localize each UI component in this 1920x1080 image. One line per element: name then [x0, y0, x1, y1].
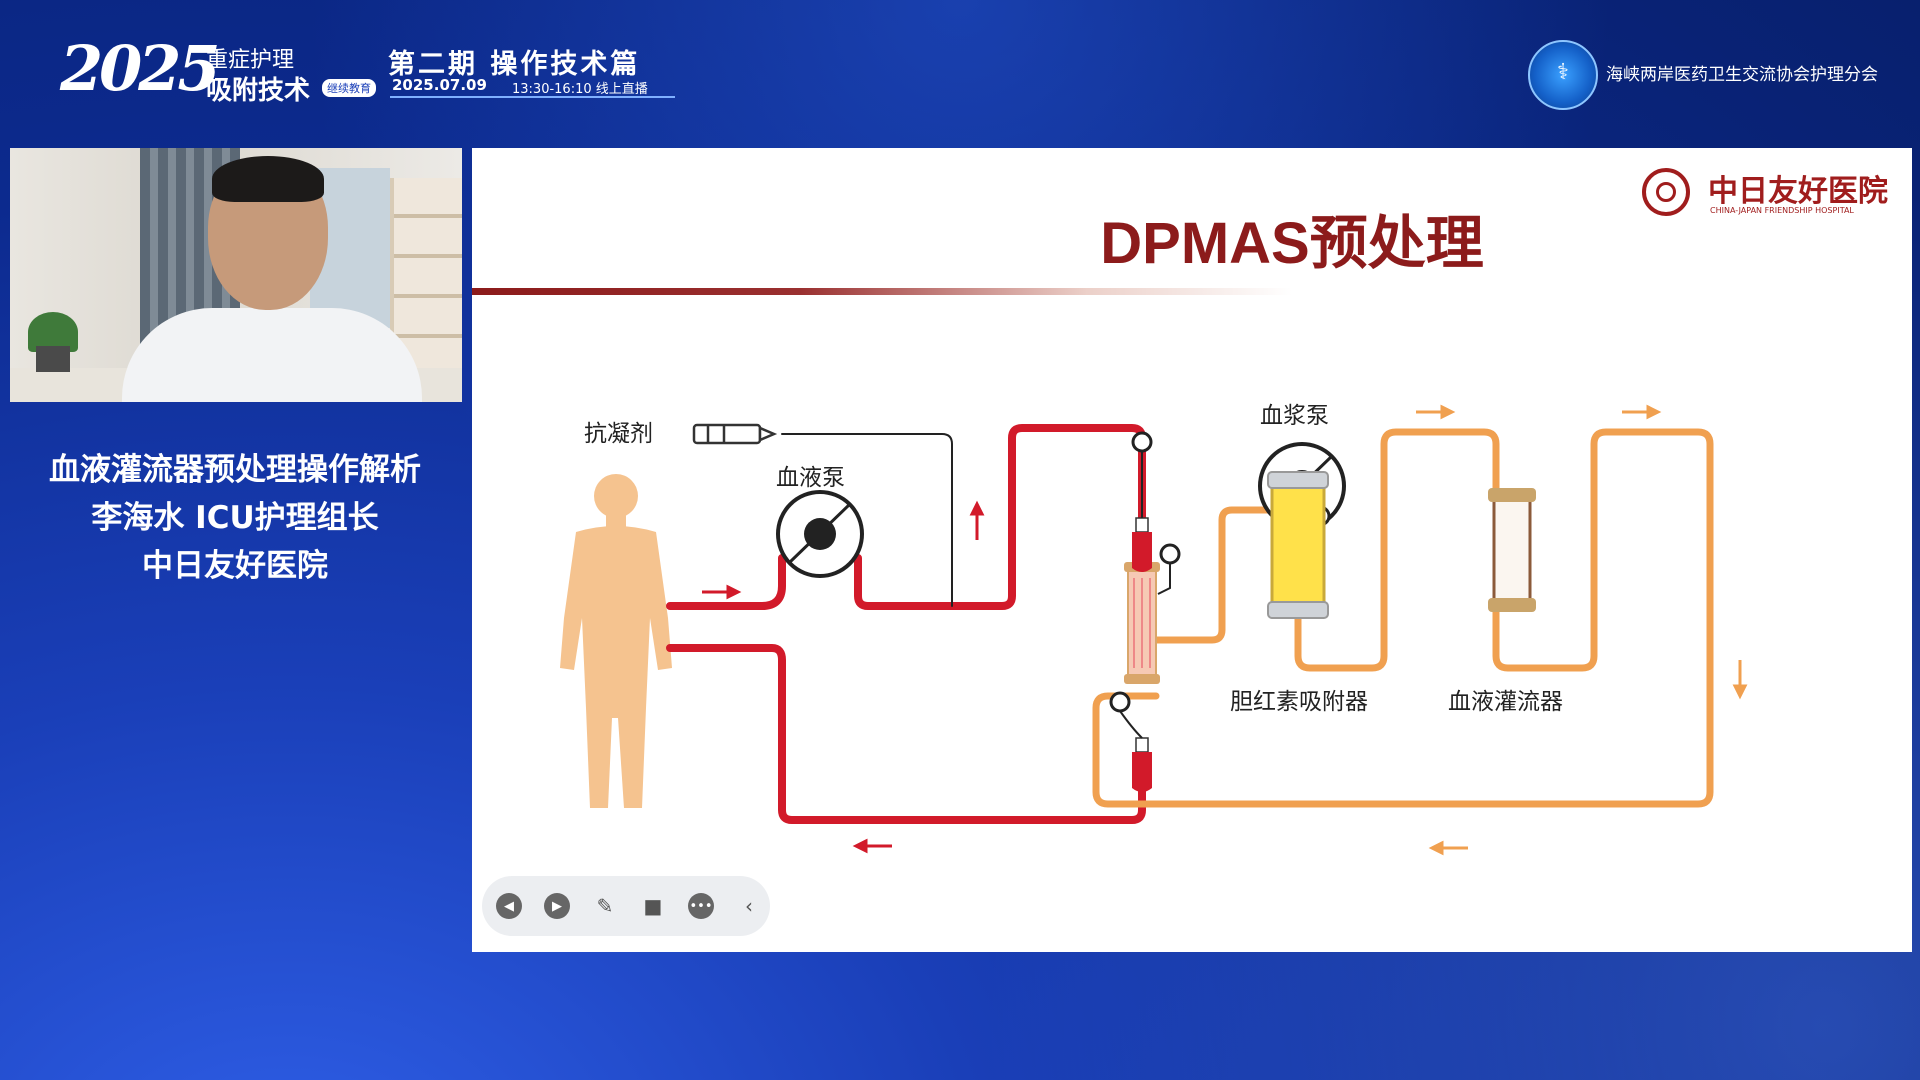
- anticoagulant-line: [781, 433, 953, 607]
- venous-line: [666, 644, 1146, 824]
- drip-chamber-icon: [1131, 431, 1153, 572]
- camera-button[interactable]: ■: [638, 891, 668, 921]
- plasma-pump-label: 血浆泵: [1260, 403, 1329, 429]
- arterial-line: [666, 554, 786, 610]
- session-time: 13:30-16:10 线上直播: [512, 82, 648, 97]
- logo-year: 2025: [60, 32, 221, 105]
- event-banner: 2025 重症护理 吸附技术 继续教育 第二期 操作技术篇 2025.07.09…: [0, 0, 1920, 140]
- camera-icon: ■: [643, 894, 663, 918]
- plasma-line: [1152, 506, 1284, 644]
- collapse-icon: ‹: [745, 894, 753, 918]
- dpmas-circuit-diagram: [560, 404, 1748, 856]
- syringe-icon: [692, 423, 778, 445]
- blood-pump-icon: [776, 490, 864, 578]
- speaker-video: [10, 148, 462, 402]
- prev-icon: ◀: [496, 893, 522, 919]
- collapse-toolbar-button[interactable]: ‹: [734, 891, 764, 921]
- pen-button[interactable]: ✎: [590, 891, 620, 921]
- venous-drip-chamber-icon: [1109, 691, 1152, 792]
- hemoperfusion-cartridge-icon: [1488, 488, 1536, 612]
- human-figure-icon: [560, 474, 672, 808]
- slide-toolbar: ◀ ▶ ✎ ■ ••• ‹: [482, 876, 770, 936]
- hospital-logo-icon: [1642, 168, 1690, 216]
- org-name: 海峡两岸医药卫生交流协会护理分会: [1606, 65, 1878, 85]
- bilirubin-adsorber-icon: [1267, 471, 1329, 619]
- org-emblem-icon: ⚕: [1528, 40, 1598, 110]
- talk-title: 血液灌流器预处理操作解析: [49, 452, 421, 488]
- hospital-name: 中日友好医院: [1708, 174, 1888, 209]
- hemoperfusion-label: 血液灌流器: [1448, 689, 1563, 715]
- plant: [28, 312, 78, 352]
- title-rule: [472, 288, 1292, 295]
- speaker-name: 李海水 ICU护理组长: [91, 500, 379, 536]
- hospital-name-en: CHINA-JAPAN FRIENDSHIP HOSPITAL: [1710, 206, 1854, 215]
- pen-icon: ✎: [596, 894, 614, 918]
- more-button[interactable]: •••: [686, 891, 716, 921]
- plasma-separator-icon: [1124, 562, 1160, 684]
- date-underline: [390, 96, 675, 98]
- next-slide-button[interactable]: ▶: [542, 891, 572, 921]
- speaker-org: 中日友好医院: [142, 548, 328, 584]
- speaker-caption: 血液灌流器预处理操作解析 李海水 ICU护理组长 中日友好医院: [0, 446, 470, 590]
- pressure-gauge-icon: [1157, 543, 1181, 595]
- slide-title: DPMAS预处理: [1100, 211, 1484, 276]
- session-date: 2025.07.09: [392, 76, 487, 94]
- blood-pump-label: 血液泵: [776, 465, 845, 491]
- presentation-slide: DPMAS预处理 中日友好医院 CHINA-JAPAN FRIENDSHIP H…: [472, 148, 1912, 952]
- logo-tag: 继续教育: [322, 79, 376, 97]
- anticoagulant-label: 抗凝剂: [584, 421, 653, 447]
- more-icon: •••: [688, 893, 714, 919]
- speaker-body: [122, 308, 422, 402]
- logo-line1: 重症护理: [206, 48, 295, 73]
- logo-line2: 吸附技术: [206, 76, 311, 106]
- next-icon: ▶: [544, 893, 570, 919]
- bilirubin-adsorber-label: 胆红素吸附器: [1230, 689, 1368, 715]
- prev-slide-button[interactable]: ◀: [494, 891, 524, 921]
- session-period: 第二期 操作技术篇: [388, 49, 641, 80]
